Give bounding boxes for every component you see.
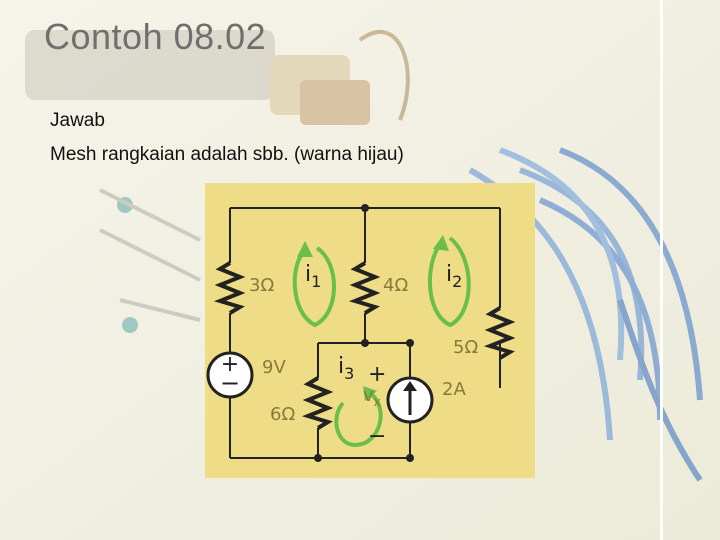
resistor-6ohm: [301, 376, 334, 430]
circuit-nodes: [314, 204, 414, 462]
slide-divider: [660, 0, 663, 540]
resistor-5ohm: [483, 306, 516, 360]
source-minus-sign: −: [220, 369, 240, 397]
mesh-3-arrow: [334, 391, 383, 448]
label-3ohm: 3Ω: [249, 275, 274, 296]
motor-image: [25, 30, 410, 125]
resistor-4ohm: [348, 261, 381, 315]
components-image: [99, 188, 201, 333]
label-9v: 9V: [262, 357, 286, 378]
voltage-source-9v: [206, 351, 254, 399]
label-6ohm: 6Ω: [270, 404, 295, 425]
resistor-3ohm: [213, 261, 246, 315]
source-plus-sign: +: [221, 352, 239, 377]
mesh-2-label: i2: [446, 262, 462, 291]
mesh-loops: [292, 236, 471, 448]
mesh-3-label: i3: [338, 354, 354, 383]
mesh-1-arrow: [292, 246, 336, 328]
mesh-description: Mesh rangkaian adalah sbb. (warna hijau): [50, 144, 404, 165]
label-5ohm: 5Ω: [453, 337, 478, 358]
vx-minus-sign: −: [368, 424, 386, 449]
circuit-diagram: + − 3Ω 4Ω 5Ω 6Ω 9V 2A + vx − i1 i2 i3: [205, 183, 535, 478]
mesh-1-label: i1: [305, 262, 321, 291]
label-2a: 2A: [442, 379, 466, 400]
vx-plus-sign: +: [368, 362, 386, 387]
vx-label: vx: [363, 385, 381, 409]
circuit-panel: [205, 183, 535, 478]
slide-title: Contoh 08.02: [44, 16, 267, 57]
answer-label: Jawab: [50, 110, 105, 131]
label-4ohm: 4Ω: [383, 275, 408, 296]
mesh-2-arrow: [427, 236, 471, 328]
mesh-arrowheads: [297, 235, 449, 401]
current-source-2a: [386, 376, 434, 424]
